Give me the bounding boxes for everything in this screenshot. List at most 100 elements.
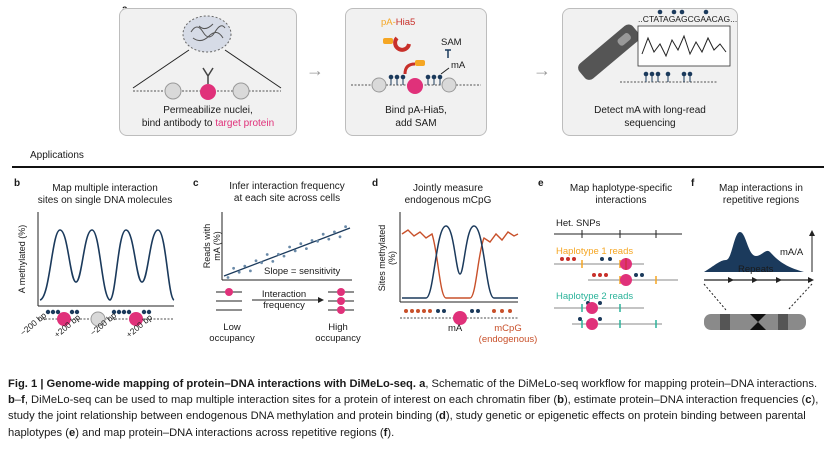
low-line1: Low (223, 322, 241, 333)
sam-label: SAM (441, 37, 462, 48)
haplotype-2-label: Haplotype 2 reads (556, 291, 634, 302)
panel-e-title2: interactions (595, 195, 647, 206)
caption-t2: , Schematic of the DiMeLo-seq workflow f… (425, 378, 818, 390)
caption-t9: ). (387, 426, 395, 439)
scatter-point (338, 235, 342, 239)
panel-f-plot (703, 230, 815, 330)
scatter-point (237, 270, 241, 274)
caption-t4: , DiMeLo-seq can be used to map multiple… (24, 394, 558, 407)
panel-e-reads (554, 230, 682, 330)
low-occupancy-label: Low occupancy (204, 322, 260, 344)
scatter-point (293, 249, 297, 253)
scatter-point (265, 253, 269, 256)
caption-ref-a: a (419, 378, 426, 390)
panel-c-title2: at each site across cells (233, 193, 341, 204)
caption-ref-d: d (439, 410, 446, 423)
panel-f-letter: f (691, 178, 695, 189)
step-3-line2: sequencing (624, 118, 676, 129)
caption-ref-f: f (383, 426, 388, 439)
freq-line1: Interaction (261, 289, 307, 300)
panel-d-title2: endogenous mCpG (404, 195, 492, 206)
scatter-point (249, 269, 252, 273)
pa-label: pA- (381, 17, 396, 28)
panel-b-letter: b (14, 178, 21, 189)
step-1-line2: bind antibody to target protein (119, 117, 297, 130)
caption-t7: ), study genetic or epigenetic effects o… (8, 410, 806, 439)
panel-f-title1: Map interactions in (719, 183, 803, 194)
mcpg-label: mCpG (endogenous) (478, 323, 538, 345)
scatter-point (288, 245, 291, 249)
scatter-point (344, 225, 347, 229)
panel-d-letter: d (372, 178, 379, 189)
scatter-point (299, 242, 303, 246)
applications-rule (12, 166, 824, 168)
low-line2: occupancy (209, 333, 255, 344)
hia5-label: Hia5 (395, 17, 416, 28)
scatter-point (232, 266, 235, 270)
panel-d-ylabel: Sites methylated (%) (377, 221, 397, 295)
slope-label: Slope = sensitivity (264, 266, 341, 277)
high-occupancy-label: High occupancy (310, 322, 366, 344)
panel-c-letter: c (193, 178, 199, 189)
arrow-right-icon: → (306, 60, 324, 80)
read-sequence-text: ..CTATAGAGCGAACAG... (638, 14, 738, 24)
scatter-point (243, 264, 247, 268)
nucleus-illustration (132, 15, 282, 100)
high-line2: occupancy (315, 333, 361, 344)
panel-c-title: Infer interaction frequency at each site… (212, 181, 362, 205)
panel-e-letter: e (538, 178, 544, 189)
scatter-point (321, 232, 325, 236)
panel-d-title1: Jointly measure (412, 183, 484, 194)
panel-c-plot (221, 212, 352, 281)
panel-d-ylabel2: (%) (387, 251, 397, 265)
arrow-right-icon: → (533, 60, 551, 80)
caption-ref-e: e (68, 426, 76, 439)
caption-ref-b-start: b (8, 394, 15, 407)
haplotype-1-label: Haplotype 1 reads (556, 246, 634, 257)
panel-b-ylabel: A methylated (%) (17, 224, 27, 294)
panel-d-title: Jointly measure endogenous mCpG (388, 183, 508, 207)
panel-b-title2: sites on single DNA molecules (37, 195, 173, 206)
high-line1: High (328, 322, 348, 333)
scatter-point (260, 261, 263, 265)
panel-c-title1: Infer interaction frequency (229, 181, 345, 192)
sequencer-illustration (578, 9, 731, 83)
panel-f-title: Map interactions in repetitive regions (706, 183, 816, 207)
caption-ref-b: b (557, 394, 564, 407)
scatter-point (305, 247, 308, 250)
ma-label: mA (451, 60, 466, 71)
caption-t3: – (14, 394, 22, 407)
panel-c-ylabel1: Reads with (202, 223, 212, 269)
caption-ref-f-end: f (21, 394, 25, 407)
scatter-point (282, 254, 286, 258)
scatter-point (316, 239, 319, 243)
step-3-line1: Detect mA with long-read (594, 105, 706, 116)
pa-hia5-label: pA-Hia5 (381, 17, 415, 28)
panel-d-plot (399, 212, 519, 325)
caption-t5: ), estimate protein–DNA interaction freq… (563, 394, 806, 407)
repeats-label: Repeats (738, 264, 774, 275)
mcpg-line1: mCpG (494, 323, 522, 334)
scatter-point (277, 252, 280, 256)
step-1-line2-prefix: bind antibody to (141, 118, 216, 129)
panel-e-title: Map haplotype-specific interactions (556, 183, 686, 207)
figure-caption: Fig. 1 | Genome-wide mapping of protein–… (8, 376, 826, 441)
scatter-point (271, 260, 275, 263)
step-1-caption: Permeabilize nuclei, bind antibody to ta… (119, 104, 297, 130)
panel-c-ylabel: Reads with mA (%) (202, 216, 222, 276)
panel-e-title1: Map haplotype-specific (569, 183, 673, 194)
caption-title: Fig. 1 | Genome-wide mapping of protein–… (8, 378, 416, 390)
panel-b-title1: Map multiple interaction (52, 183, 158, 194)
applications-label: Applications (30, 150, 84, 161)
panel-f-title2: repetitive regions (722, 195, 800, 206)
step-2-caption: Bind pA-Hia5, add SAM (345, 104, 487, 130)
freq-line2: frequency (263, 300, 305, 311)
ma-axis-label: mA (448, 323, 463, 334)
caption-t8: ) and map protein–DNA interactions acros… (75, 426, 384, 439)
scatter-point (333, 230, 336, 234)
step-3-caption: Detect mA with long-read sequencing (562, 104, 738, 130)
het-snps-label: Het. SNPs (556, 218, 601, 229)
caption-ref-c: c (805, 394, 812, 407)
target-protein-highlight: target protein (215, 118, 275, 129)
panel-b-title: Map multiple interaction sites on single… (30, 183, 180, 207)
